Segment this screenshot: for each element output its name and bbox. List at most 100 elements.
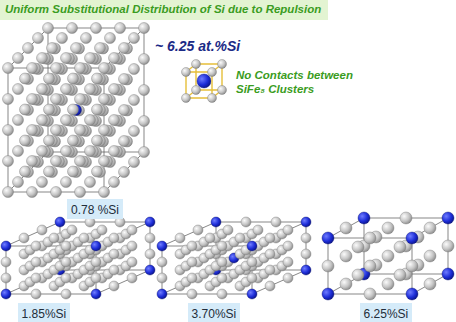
fe-atom	[37, 146, 48, 157]
fe-atom	[95, 43, 106, 54]
fe-atom	[105, 33, 116, 44]
note-text: No Contacts between SiFe₈ Clusters	[236, 68, 376, 96]
fe-atom	[81, 33, 92, 44]
fe-atom	[265, 281, 275, 291]
fe-atom	[85, 115, 96, 126]
fe-atom	[27, 63, 38, 74]
fe-atom	[92, 166, 103, 177]
fe-atom	[68, 73, 79, 84]
fe-atom	[218, 60, 227, 69]
fe-atom	[217, 289, 227, 299]
fe-atom	[3, 94, 14, 105]
si-atom	[247, 241, 257, 251]
cell-edge	[306, 222, 307, 270]
si-atom	[211, 217, 221, 227]
fe-atom	[109, 84, 120, 95]
si-atom	[145, 217, 155, 227]
fe-atom	[51, 125, 62, 136]
si-atom	[358, 212, 370, 224]
fe-atom	[364, 232, 376, 244]
fe-atom	[139, 85, 150, 96]
fe-atom	[247, 257, 257, 267]
si-atom	[1, 289, 11, 299]
lattice-group	[1, 23, 454, 301]
fe-atom	[139, 23, 150, 34]
fe-atom	[424, 222, 436, 234]
si-atom	[91, 241, 101, 251]
fe-atom	[33, 33, 44, 44]
fe-atom	[37, 84, 48, 95]
fe-atom	[61, 289, 71, 299]
fe-atom	[424, 278, 436, 290]
fe-atom	[51, 94, 62, 105]
fe-atom	[127, 257, 137, 267]
fe-atom	[92, 104, 103, 115]
fe-atom	[44, 135, 55, 146]
si-atom	[1, 241, 11, 251]
title-banner: Uniform Substitutional Distribution of S…	[0, 0, 328, 20]
fe-atom	[61, 241, 71, 251]
fe-atom	[61, 257, 71, 267]
percent-box: 6.25%Si	[360, 303, 413, 322]
fe-atom	[301, 233, 311, 243]
fe-atom	[208, 68, 217, 77]
fe-atom	[139, 147, 150, 158]
fe-atom	[217, 257, 227, 267]
fe-atom	[400, 212, 412, 224]
fe-atom	[61, 273, 71, 283]
fe-atom	[127, 241, 137, 251]
fe-atom	[1, 257, 11, 267]
fe-atom	[208, 94, 217, 103]
fe-atom	[265, 265, 275, 275]
fe-atom	[1, 273, 11, 283]
fe-atom	[99, 156, 110, 167]
concentration-label: ~ 6.25 at.%Si	[155, 38, 240, 54]
fe-atom	[119, 105, 130, 116]
fe-atom	[265, 233, 275, 243]
fe-atom	[20, 166, 31, 177]
si-atom	[301, 265, 311, 275]
si-atom	[322, 288, 334, 300]
fe-atom	[382, 222, 394, 234]
fe-atom	[51, 156, 62, 167]
fe-atom	[109, 265, 119, 275]
fe-atom	[37, 115, 48, 126]
cell-edge	[150, 222, 151, 270]
fe-atom	[3, 187, 14, 198]
fe-atom	[31, 289, 41, 299]
si-atom	[442, 212, 454, 224]
fe-atom	[442, 240, 454, 252]
fe-atom	[27, 156, 38, 167]
fe-atom	[37, 53, 48, 64]
fe-atom	[241, 217, 251, 227]
supercell	[3, 23, 150, 198]
fe-atom	[187, 241, 197, 251]
fe-atom	[129, 64, 140, 75]
fe-atom	[382, 250, 394, 262]
fe-atom	[129, 126, 140, 137]
fe-atom	[217, 241, 227, 251]
fe-atom	[23, 43, 34, 54]
fe-atom	[67, 23, 78, 34]
fe-atom	[187, 257, 197, 267]
cube-front	[186, 72, 212, 98]
fe-atom	[265, 249, 275, 259]
fe-atom	[37, 225, 47, 235]
fe-atom	[247, 273, 257, 283]
fe-atom	[182, 94, 191, 103]
fe-atom	[340, 278, 352, 290]
fe-atom	[217, 273, 227, 283]
si-atom	[145, 265, 155, 275]
fe-atom	[20, 73, 31, 84]
supercell	[157, 217, 311, 299]
fe-atom	[75, 94, 86, 105]
fe-atom	[182, 68, 191, 77]
fe-atom	[119, 74, 130, 85]
fe-atom	[205, 233, 215, 243]
fe-atom	[97, 225, 107, 235]
fe-atom	[13, 53, 24, 64]
cell-edge	[216, 222, 306, 223]
fe-atom	[187, 273, 197, 283]
percent-box: 0.78 %Si	[67, 199, 123, 219]
fe-atom	[75, 63, 86, 74]
